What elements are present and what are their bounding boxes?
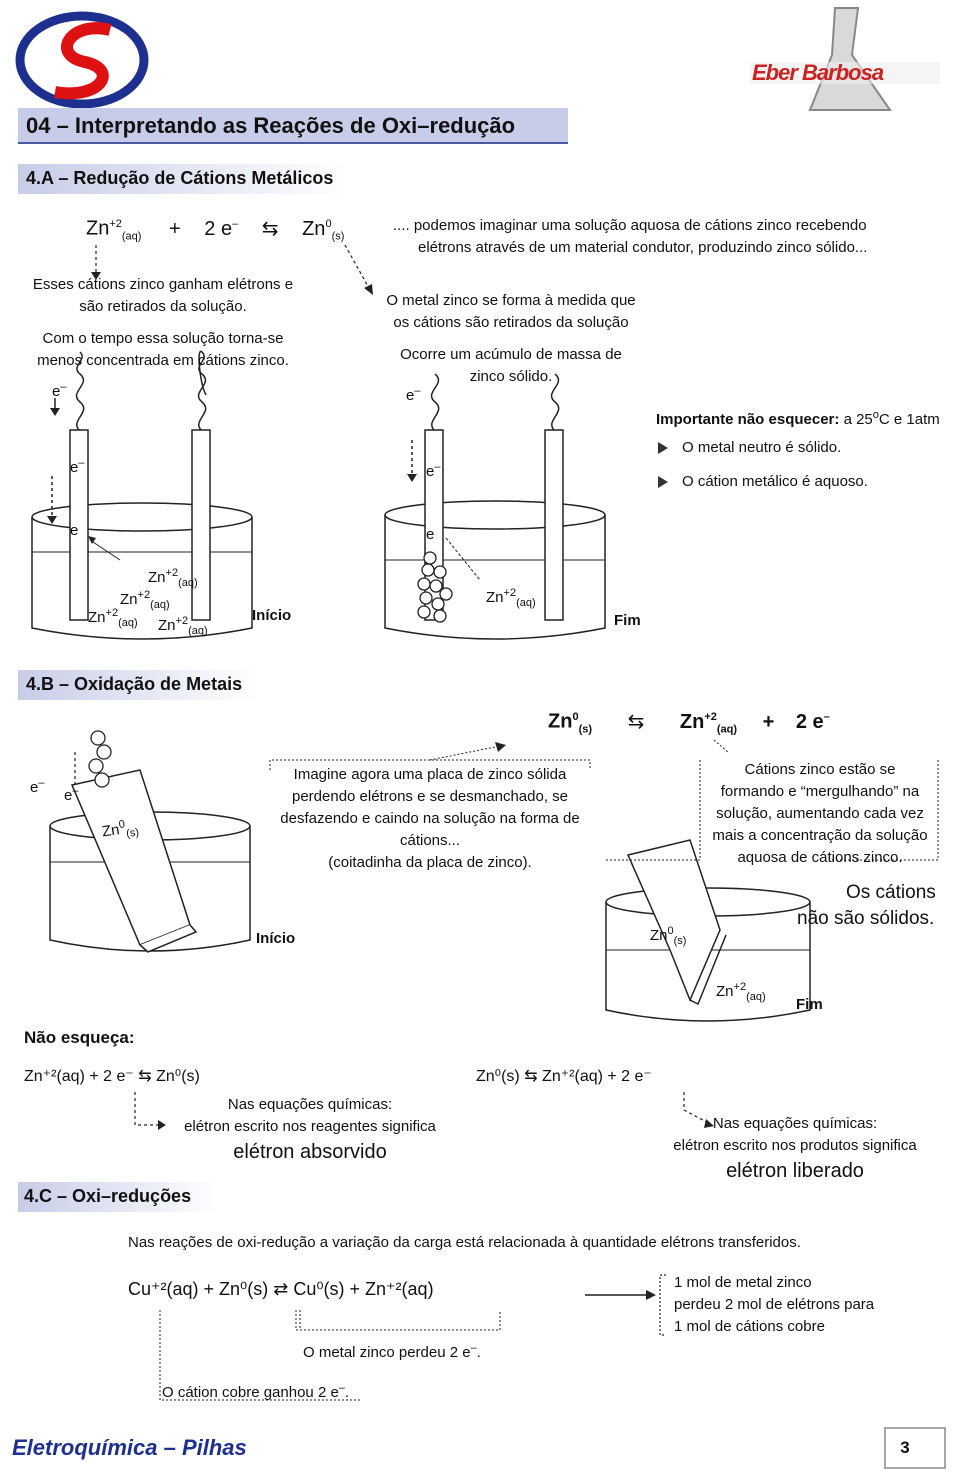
ion-label: Zn+2(aq): [120, 589, 170, 611]
section-bar: [18, 670, 258, 700]
oxid-right-4: mais a concentração da solução: [712, 827, 928, 844]
redox-equation: Cu⁺²(aq) + Zn⁰(s) ⇄ Cu⁰(s) + Zn⁺²(aq): [128, 1279, 434, 1299]
desc-line-2: elétrons através de um material condutor…: [418, 239, 868, 256]
oxid-right-1: Cátions zinco estão se: [744, 761, 896, 778]
mol-box-1: 1 mol de metal zinco: [674, 1274, 812, 1291]
beaker-oxid-inicio: [49, 730, 251, 953]
oxid-right-2: formando e “mergulhando” na: [720, 783, 920, 800]
label-fim: Fim: [614, 612, 641, 629]
mol-box-2: perdeu 2 mol de elétrons para: [674, 1296, 875, 1313]
reminder-right-1: Nas equações químicas:: [712, 1115, 878, 1132]
equation-oxidation: Zn0(s) ⇆ Zn+2(aq) + 2 e–: [548, 710, 830, 736]
electron-label: e–: [64, 785, 79, 804]
mid-text-1: O metal zinco se forma à medida que: [386, 292, 636, 309]
section-bar: [18, 1182, 218, 1212]
oxid-text-1: Imagine agora uma placa de zinco sólida: [293, 766, 567, 783]
note-cations-1: Os cátions: [846, 882, 936, 903]
label-inicio: Início: [256, 930, 296, 947]
copper-gain-note: O cátion cobre ganhou 2 e–.: [162, 1382, 350, 1401]
redox-intro: Nas reações de oxi-redução a variação da…: [128, 1234, 801, 1251]
section-title-a: 4.A – Redução de Cátions Metálicos: [26, 168, 334, 188]
mol-box-3: 1 mol de cátions cobre: [674, 1318, 825, 1335]
ion-label: Zn+2(aq): [88, 607, 138, 629]
reminder-left-2: elétron escrito nos reagentes significa: [184, 1118, 436, 1135]
left-text-2: são retirados da solução.: [79, 298, 247, 315]
mid-text-3: Ocorre um acúmulo de massa de: [400, 346, 622, 363]
label-inicio: Início: [252, 607, 292, 624]
reminder-right-2: elétron escrito nos produtos significa: [673, 1137, 917, 1154]
reminder-right-3: elétron liberado: [726, 1160, 864, 1182]
oxid-text-4: cátions...: [399, 832, 461, 849]
mid-text-4: zinco sólido.: [469, 368, 553, 385]
logo-s-icon: [15, 11, 149, 109]
desc-line-1: .... podemos imaginar uma solução aquosa…: [393, 217, 867, 234]
electron-label: e: [70, 522, 79, 539]
left-text-1: Esses cátions zinco ganham elétrons e: [32, 276, 294, 293]
footer-title: Eletroquímica – Pilhas: [12, 1435, 247, 1460]
bullet-arrow-icon: [658, 442, 668, 454]
zinc-plate-label: Zn0(s): [650, 925, 687, 947]
electron-label: e–: [52, 381, 67, 400]
beaker-oxid-fim: [605, 839, 811, 1022]
equation-reduction: Zn+2(aq) + 2 e– ⇆ Zn0(s): [86, 217, 345, 243]
beaker-inicio: [31, 350, 253, 640]
electron-label: e: [426, 526, 435, 543]
important-note: Importante não esquecer: a 25oC e 1atm: [656, 409, 940, 428]
electron-label: e–: [406, 385, 421, 404]
page-number: 3: [900, 1438, 910, 1457]
electron-label: e–: [70, 457, 85, 476]
reminder-eq-left: Zn⁺²(aq) + 2 e⁻ ⇆ Zn⁰(s): [24, 1068, 200, 1085]
oxid-right-3: solução, aumentando cada vez: [716, 805, 924, 822]
reminder-title: Não esqueça:: [24, 1028, 135, 1047]
oxid-text-2: perdendo elétrons e se desmanchado, se: [291, 788, 569, 805]
ion-label: Zn+2(aq): [158, 615, 208, 637]
note-cations-2: não são sólidos.: [797, 908, 935, 929]
section-title-b: 4.B – Oxidação de Metais: [26, 674, 243, 694]
oxid-text-3: desfazendo e caindo na solução na forma …: [280, 810, 580, 827]
page-title: 04 – Interpretando as Reações de Oxi–red…: [26, 113, 516, 138]
ion-label: Zn+2(aq): [716, 981, 766, 1003]
electron-label: e–: [426, 461, 441, 480]
ion-label: Zn+2(aq): [148, 567, 198, 589]
oxid-text-5: (coitadinha da placa de zinco).: [328, 854, 532, 871]
reminder-eq-right: Zn⁰(s) ⇆ Zn⁺²(aq) + 2 e⁻: [476, 1068, 652, 1085]
title-bar: [18, 108, 568, 144]
ion-label: Zn+2(aq): [486, 587, 536, 609]
label-fim: Fim: [796, 996, 823, 1013]
flask-logo-icon: [750, 7, 940, 111]
oxid-right-5: aquosa de cátions zinco.: [737, 849, 903, 866]
important-bullet-2: O cátion metálico é aquoso.: [682, 473, 868, 490]
reminder-left-3: elétron absorvido: [233, 1141, 387, 1163]
mid-text-2: os cátions são retirados da solução: [393, 314, 629, 331]
electron-label: e–: [30, 777, 45, 796]
important-bullet-1: O metal neutro é sólido.: [682, 439, 842, 456]
left-text-4: menos concentrada em cátions zinco.: [37, 352, 289, 369]
section-bar: [18, 164, 348, 194]
section-title-c: 4.C – Oxi–reduções: [24, 1186, 192, 1206]
left-text-3: Com o tempo essa solução torna-se: [42, 330, 284, 347]
beaker-fim: [384, 373, 606, 640]
brand-logo: Eber Barbosa: [752, 60, 884, 85]
zinc-plate-label: Zn0(s): [100, 818, 140, 841]
zinc-lost-note: O metal zinco perdeu 2 e–.: [303, 1342, 481, 1361]
page-box: [884, 1427, 946, 1469]
reminder-left-1: Nas equações químicas:: [227, 1096, 393, 1113]
